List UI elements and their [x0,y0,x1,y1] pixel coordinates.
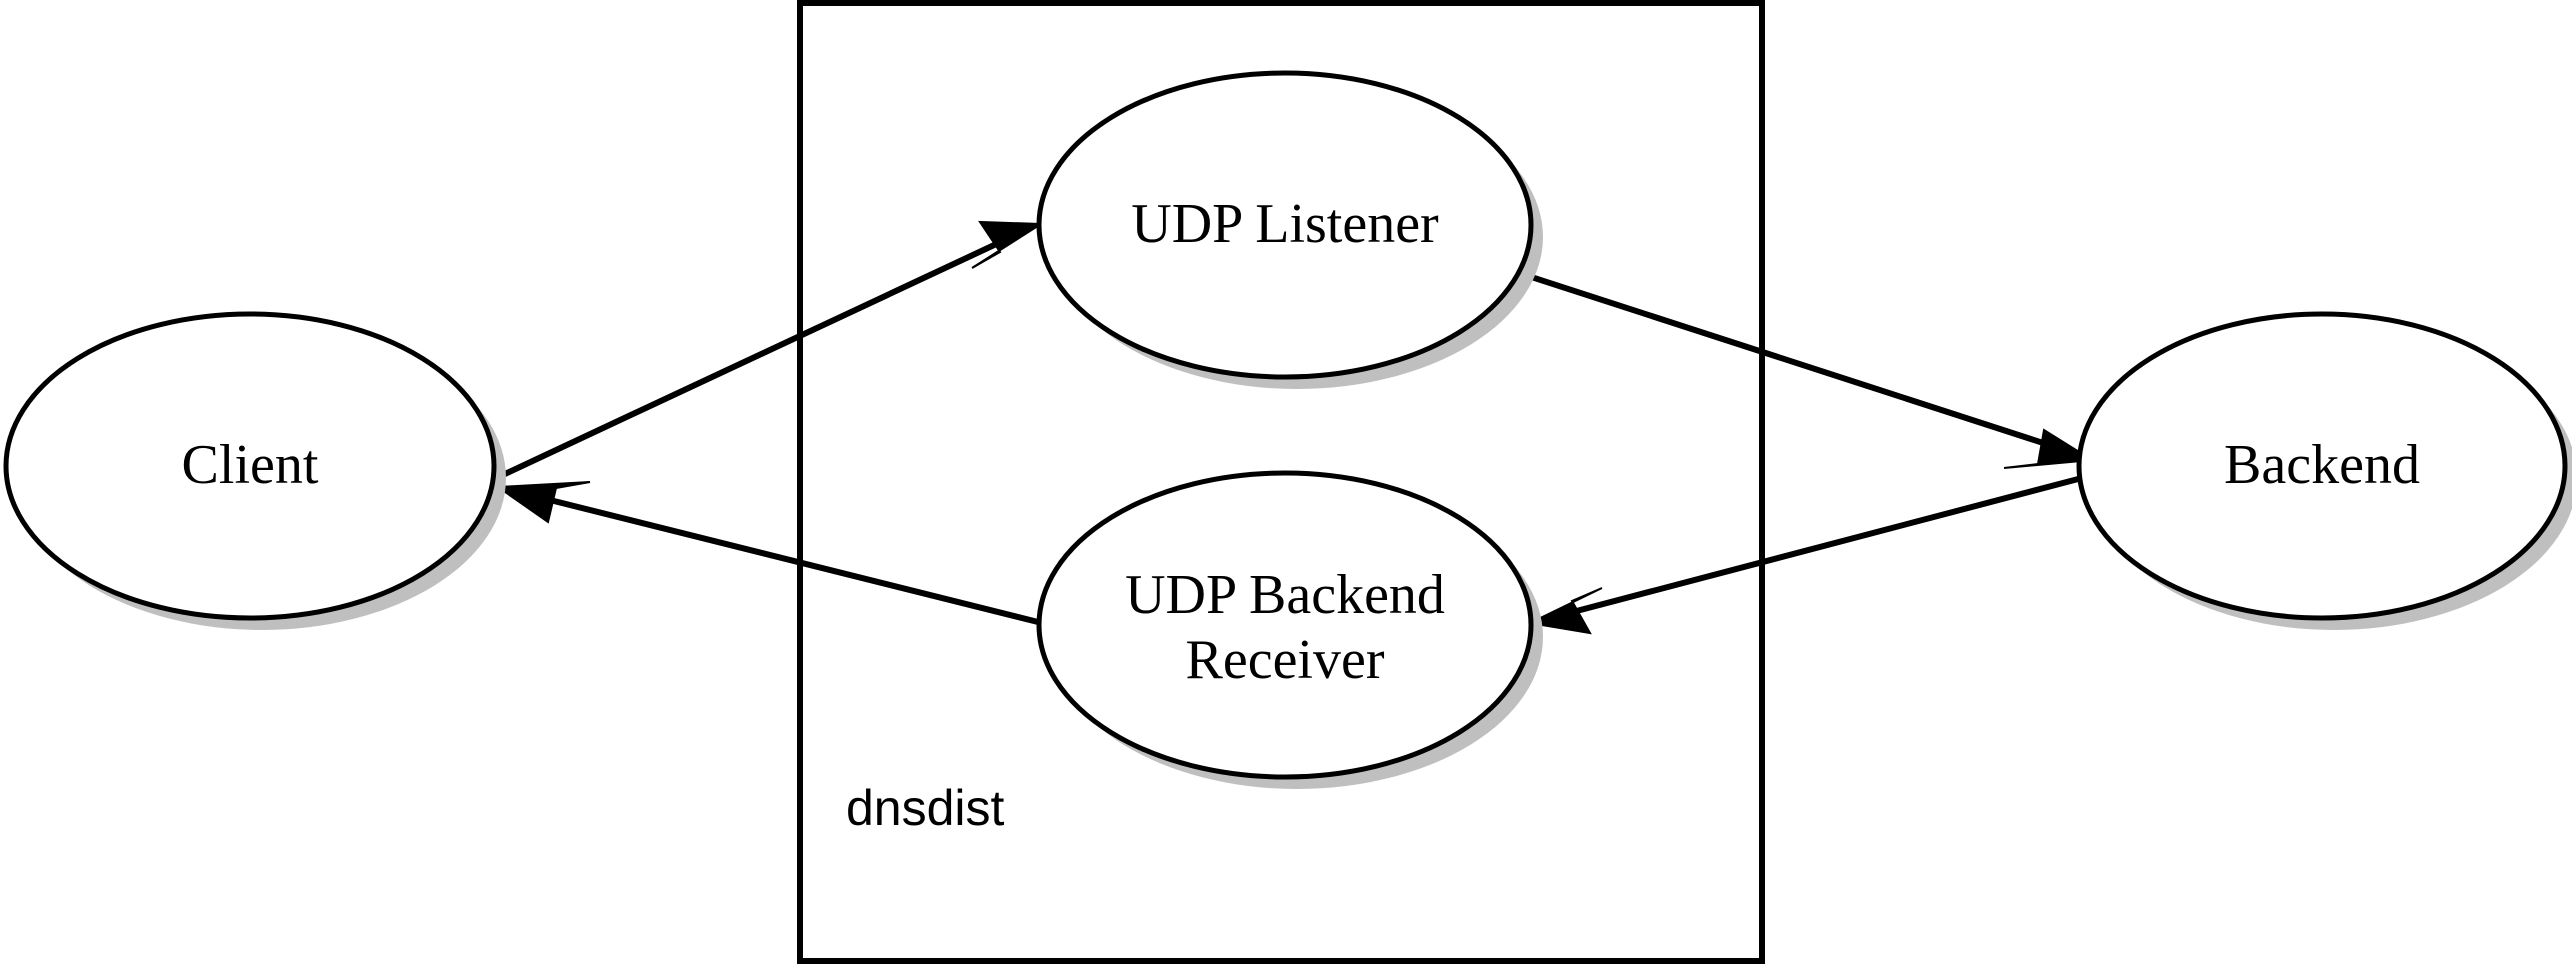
edge-receiver-to-client-arrowhead [495,481,591,524]
node-client[interactable]: Client [3,311,506,630]
node-udp-backend-receiver-label-line2: Receiver [1186,629,1385,691]
edge-listener-to-backend [1515,269,2096,469]
node-backend[interactable]: Backend [2076,311,2572,630]
edge-listener-to-backend-arrowhead [2003,428,2096,469]
edge-backend-to-receiver-arrowhead [1526,587,1603,635]
node-udp-listener-ellipse[interactable] [1036,70,1534,380]
node-udp-backend-receiver-label-line1: UDP Backend [1125,564,1445,626]
edge-client-to-listener-arrowhead [971,220,1045,269]
edge-client-to-listener-line [490,229,1024,483]
cluster-dnsdist-border [797,0,1765,964]
edge-receiver-to-client [495,481,1051,628]
node-backend-label: Backend [2224,434,2420,496]
node-udp-listener-label: UDP Listener [1131,193,1439,255]
node-udp-listener[interactable]: UDP Listener [1036,70,1543,389]
edge-receiver-to-client-line [517,489,1051,628]
cluster-dnsdist: dnsdist [797,0,1765,964]
node-udp-backend-receiver[interactable]: UDP Backend Receiver [1036,470,1543,789]
node-client-label: Client [182,434,319,496]
edge-client-to-listener [490,220,1045,483]
node-backend-ellipse[interactable] [2076,311,2568,621]
node-client-ellipse[interactable] [3,311,497,621]
edge-backend-to-receiver-line [1549,475,2083,621]
cluster-dnsdist-label: dnsdist [846,780,1005,836]
edge-backend-to-receiver [1526,475,2083,635]
node-udp-backend-receiver-ellipse[interactable] [1036,470,1534,780]
edge-listener-to-backend-line [1515,269,2075,456]
